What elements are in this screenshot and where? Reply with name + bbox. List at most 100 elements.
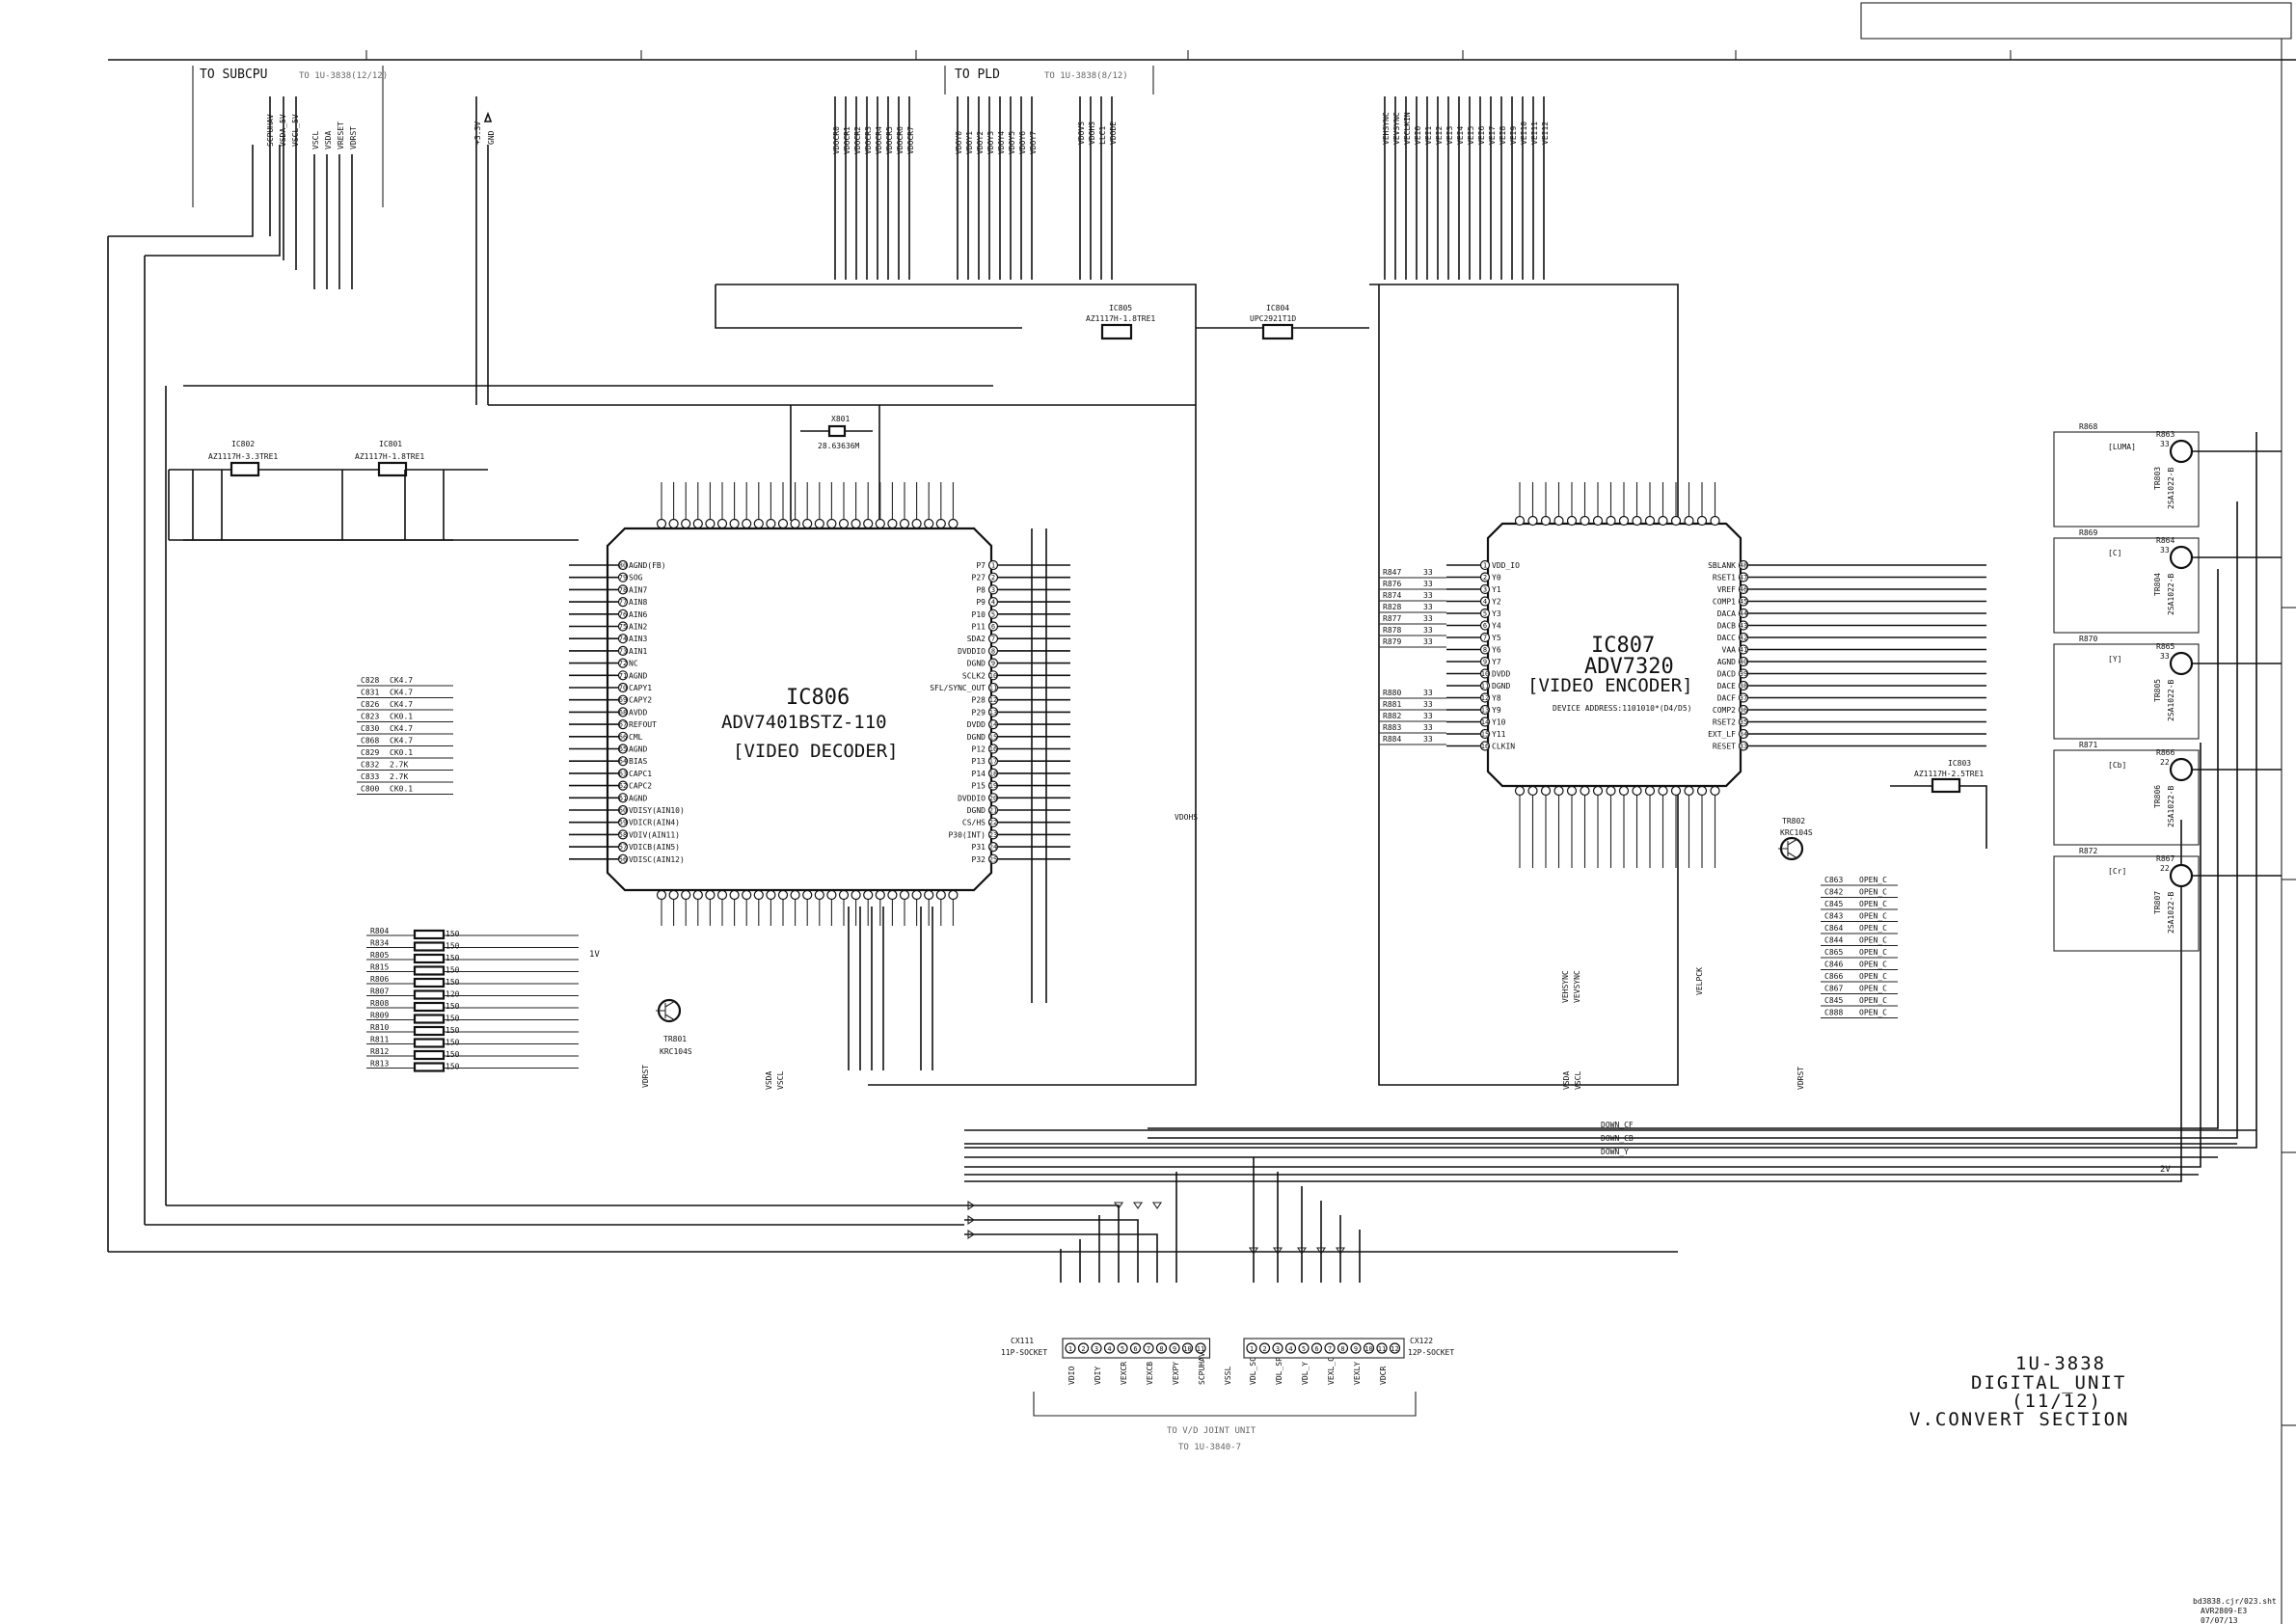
- pin-circle: [1738, 668, 1749, 679]
- pin-label: CML: [629, 733, 643, 742]
- label-vdrst-right: VDRST: [1796, 1067, 1805, 1090]
- connector-signal: VDL_Y: [1301, 1362, 1310, 1385]
- output-transistor-part: 2SA1022-B: [2167, 573, 2175, 615]
- pin-label: VDIV(AIN11): [629, 830, 680, 839]
- pin-circle: [1479, 741, 1491, 751]
- output-block-res: R864: [2156, 536, 2174, 545]
- pin-number: 15: [989, 733, 997, 741]
- pin-number: 14: [989, 721, 997, 729]
- decoder-top-pins: [656, 482, 959, 529]
- pin-label: AIN3: [629, 635, 647, 643]
- pin-circle: [987, 596, 999, 608]
- connector-pin-number: 8: [1340, 1345, 1344, 1353]
- connector-pin-number: 9: [1173, 1345, 1176, 1353]
- label-vsda-right: VSDA: [1562, 1071, 1571, 1090]
- pin-label: CAPC1: [629, 770, 652, 778]
- pin-label: VREF: [1717, 585, 1736, 594]
- resistor-value: 33: [1423, 580, 1433, 588]
- pin-number: 37: [1740, 694, 1747, 702]
- cap-value: OPEN_C: [1859, 972, 1887, 981]
- pin-number: 43: [1740, 622, 1747, 630]
- pin-circle: [1606, 515, 1616, 527]
- pld-bus-cr: VDOCR0 VDOCR1 VDOCR2 VDOCR3 VDOCR4 VDOCR…: [832, 126, 915, 154]
- pin-circle: [1684, 515, 1694, 527]
- pin-circle: [705, 889, 716, 901]
- pin-circle: [987, 744, 999, 754]
- svg-text:VEI3: VEI3: [1445, 126, 1454, 145]
- pin-label: RSET2: [1713, 718, 1736, 727]
- pin-circle: [1738, 717, 1749, 727]
- output-block-val: 33: [2160, 546, 2170, 555]
- output-transistor-icon: [2169, 651, 2194, 676]
- output-block-label: [LUMA]: [2108, 443, 2136, 451]
- resistor-body: [413, 929, 446, 940]
- cap-ref: C864: [1824, 924, 1843, 933]
- svg-text:AVR2809-E3: AVR2809-E3: [2201, 1607, 2247, 1615]
- svg-text:VDOY7: VDOY7: [1029, 131, 1038, 154]
- resistor-ref: R878: [1383, 626, 1401, 635]
- pin-label: P11: [972, 623, 986, 632]
- pin-circle: [1738, 656, 1749, 667]
- to-subcpu-label: TO SUBCPU: [200, 68, 267, 82]
- connector-pin-number: 5: [1121, 1345, 1124, 1353]
- file-info: bd3838.cjr/023.sht AVR2809-E3 07/07/13: [2193, 1597, 2277, 1624]
- connector-pin: [1272, 1342, 1283, 1354]
- pin-circle: [948, 889, 959, 901]
- pin-number: 46: [1740, 586, 1747, 594]
- encoder-bottom-pins: [1514, 785, 1720, 868]
- pin-circle: [802, 889, 813, 901]
- cap-value: OPEN_C: [1859, 900, 1887, 908]
- output-block-res: R863: [2156, 430, 2174, 439]
- resistor-ref: R877: [1383, 614, 1401, 623]
- pin-circle: [887, 518, 898, 529]
- connector-pin-number: 3: [1094, 1345, 1098, 1353]
- svg-text:VEI0: VEI0: [1414, 126, 1422, 145]
- pin-number: 57: [619, 844, 627, 852]
- pin-number: 62: [619, 782, 627, 790]
- connector-pin: [1117, 1342, 1128, 1354]
- resistor-ref: R811: [370, 1036, 389, 1044]
- connector-signal: VEXCR: [1120, 1362, 1128, 1385]
- pin-number: 44: [1740, 610, 1747, 618]
- pin-number: 36: [1740, 707, 1747, 715]
- encoder-right-pins: 48SBLANK47RSET146VREF45COMP144DACA43DACB…: [1708, 559, 1986, 751]
- signal-arrows: [967, 1200, 1346, 1255]
- label-velpck: VELPCK: [1695, 967, 1704, 995]
- connector-pin-number: 6: [1133, 1345, 1137, 1353]
- pin-circle: [1580, 785, 1590, 797]
- pin-circle: [851, 518, 861, 529]
- svg-text:IC804: IC804: [1266, 304, 1289, 312]
- connector-pin-number: 5: [1302, 1345, 1306, 1353]
- pin-circle: [1738, 583, 1749, 595]
- pin-number: 70: [619, 685, 627, 692]
- svg-text:VECLKIN: VECLKIN: [1403, 112, 1412, 145]
- connector-signal: VEXL_C: [1327, 1357, 1336, 1385]
- pin-circle: [814, 518, 824, 529]
- output-block-frame: [2053, 643, 2200, 740]
- svg-text:12P-SOCKET: 12P-SOCKET: [1408, 1348, 1454, 1357]
- pin-circle: [617, 829, 629, 840]
- output-transistor-icon: [2169, 545, 2194, 570]
- pin-circle: [617, 584, 629, 595]
- resistor-value: 150: [446, 1015, 460, 1023]
- pin-circle: [617, 670, 629, 681]
- connector-pin-number: 8: [1159, 1345, 1163, 1353]
- pin-number: 10: [989, 672, 997, 680]
- cap-ref: C888: [1824, 1009, 1843, 1017]
- pin-number: 7: [991, 636, 995, 643]
- svg-text:11P-SOCKET: 11P-SOCKET: [1001, 1348, 1047, 1357]
- connector-pin: [1169, 1342, 1180, 1354]
- output-block-label: [Cr]: [2108, 867, 2126, 876]
- svg-text:VEI11: VEI11: [1530, 122, 1539, 145]
- resistor-ref: R881: [1383, 700, 1401, 709]
- connector-pin: [1065, 1342, 1076, 1354]
- pin-circle: [911, 518, 922, 529]
- pin-number: 58: [619, 831, 627, 839]
- pin-label: Y7: [1492, 658, 1501, 666]
- pin-circle: [1738, 704, 1749, 716]
- pin-number: 10: [1481, 670, 1489, 678]
- pin-number: 13: [989, 709, 997, 717]
- pin-label: AIN1: [629, 647, 647, 656]
- svg-text:AZ1117H-3.3TRE1: AZ1117H-3.3TRE1: [208, 452, 278, 461]
